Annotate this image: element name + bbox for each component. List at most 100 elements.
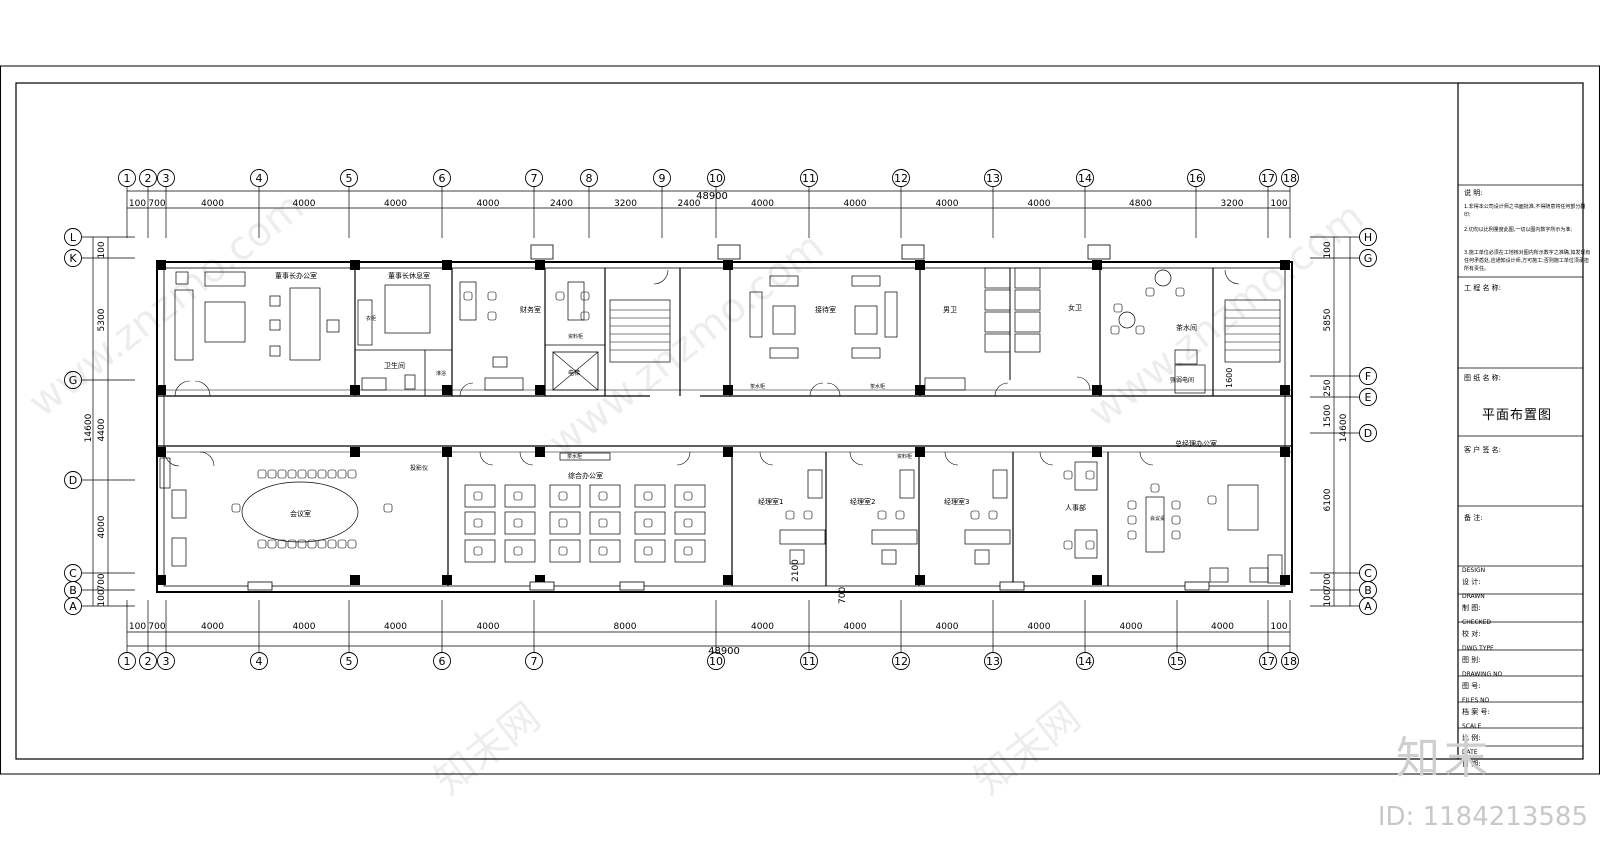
chair-61 bbox=[1171, 530, 1181, 540]
chair-48 bbox=[877, 510, 887, 520]
column-1-7 bbox=[1280, 385, 1290, 395]
right-axis-G-circle bbox=[1359, 249, 1377, 267]
label-reception: 接待室 bbox=[815, 305, 836, 314]
column-1-0 bbox=[156, 385, 166, 395]
chair-2 bbox=[267, 469, 277, 479]
column-2-0 bbox=[156, 447, 166, 457]
chair-54 bbox=[1063, 540, 1073, 550]
chair-31 bbox=[598, 518, 608, 528]
chair-32 bbox=[558, 546, 568, 556]
chair-66 bbox=[1113, 303, 1123, 313]
bottom-axis-6: 6 bbox=[439, 655, 446, 668]
column-3-5 bbox=[915, 575, 925, 585]
right-axis-D: D bbox=[1364, 427, 1372, 440]
left-axis-K: K bbox=[69, 252, 77, 265]
top-axis-8: 8 bbox=[586, 172, 593, 185]
chair-3 bbox=[267, 539, 277, 549]
top-axis-6-circle bbox=[433, 169, 451, 187]
chair-41 bbox=[487, 311, 497, 321]
top-dim-3: 4000 bbox=[293, 199, 316, 209]
column-0-2 bbox=[442, 260, 452, 270]
dimension-lines bbox=[82, 187, 1359, 652]
chair-15 bbox=[327, 539, 337, 549]
label-dim-700: 700 bbox=[838, 587, 848, 604]
column-2-7 bbox=[1280, 447, 1290, 457]
chair-5 bbox=[277, 539, 287, 549]
column-3-6 bbox=[1092, 575, 1102, 585]
top-dim-5: 4000 bbox=[477, 199, 500, 209]
top-dim-7: 3200 bbox=[614, 199, 637, 209]
windows bbox=[247, 244, 1210, 591]
left-axis-G-circle bbox=[64, 371, 82, 389]
note-2: 2.切勿以比例量度此图,一切以图内数字所示为准; bbox=[1464, 227, 1573, 233]
total-dim-bottom: 48900 bbox=[708, 646, 740, 657]
column-0-0 bbox=[156, 260, 166, 270]
chair-63 bbox=[1207, 495, 1217, 505]
chair-30 bbox=[558, 518, 568, 528]
label-dim-2100: 2100 bbox=[791, 559, 801, 582]
chair-36 bbox=[643, 518, 653, 528]
right-dim-7: 100 bbox=[1323, 589, 1333, 606]
label-female-wc: 女卫 bbox=[1068, 303, 1082, 312]
bottom-dim-8: 4000 bbox=[844, 622, 867, 632]
column-2-2 bbox=[442, 447, 452, 457]
column-2-1 bbox=[350, 447, 360, 457]
chair-1 bbox=[257, 539, 267, 549]
bottom-axis-15: 15 bbox=[1170, 655, 1184, 668]
label-gm-office: 总经理办公室 bbox=[1175, 439, 1217, 448]
field-cn-3: 图 别: bbox=[1462, 656, 1481, 664]
column-2-5 bbox=[915, 447, 925, 457]
chair-27 bbox=[513, 546, 523, 556]
top-axis-13-circle bbox=[984, 169, 1002, 187]
top-dim-8: 2400 bbox=[678, 199, 701, 209]
left-dim-0: 100 bbox=[97, 241, 107, 258]
bottom-axis-4-circle bbox=[250, 652, 268, 670]
chair-39 bbox=[683, 546, 693, 556]
title-block-lines bbox=[1458, 184, 1583, 747]
label-tea-room: 茶水间 bbox=[1176, 323, 1197, 332]
top-dim-4: 4000 bbox=[384, 199, 407, 209]
top-dim-15: 100 bbox=[1270, 199, 1287, 209]
left-dim-5: 700 bbox=[97, 573, 107, 590]
chair-25 bbox=[513, 518, 523, 528]
chair-45 bbox=[555, 291, 565, 301]
top-axis-18-circle bbox=[1281, 169, 1299, 187]
bottom-dim-3: 4000 bbox=[293, 622, 316, 632]
left-axis-D: D bbox=[69, 474, 77, 487]
label-manager1: 经理室1 bbox=[758, 497, 783, 506]
column-0-5 bbox=[915, 260, 925, 270]
column-1-1 bbox=[350, 385, 360, 395]
chair-46 bbox=[785, 510, 795, 520]
project-label: 工 程 名 称: bbox=[1464, 284, 1502, 292]
chair-44 bbox=[463, 291, 473, 301]
top-axis-16: 16 bbox=[1189, 172, 1203, 185]
right-dim-2: 250 bbox=[1323, 379, 1333, 396]
bottom-axis-18: 18 bbox=[1283, 655, 1297, 668]
right-axis-E-circle bbox=[1359, 388, 1377, 406]
chair-28 bbox=[558, 491, 568, 501]
chair-6 bbox=[287, 469, 297, 479]
total-dim-top: 48900 bbox=[696, 191, 728, 202]
right-dim-6: 700 bbox=[1323, 573, 1333, 590]
top-axis-11-circle bbox=[800, 169, 818, 187]
left-axis-D-circle bbox=[64, 471, 82, 489]
top-axis-4-circle bbox=[250, 169, 268, 187]
column-0-6 bbox=[1092, 260, 1102, 270]
chair-38 bbox=[643, 546, 653, 556]
room-labels: 董事长办公室 董事长休息室 财务室 接待室 男卫 女卫 茶水间 卫生间 淋浴 衣… bbox=[275, 271, 1234, 604]
label-dim-1600: 1600 bbox=[1225, 368, 1234, 388]
top-dim-2: 4000 bbox=[201, 199, 224, 209]
field-en-6: SCALE bbox=[1462, 723, 1482, 730]
chair-16 bbox=[337, 469, 347, 479]
field-cn-1: 制 图: bbox=[1462, 604, 1481, 612]
brand-logo: 知末 bbox=[1396, 733, 1492, 784]
chair-43 bbox=[580, 311, 590, 321]
label-chairman-office: 董事长办公室 bbox=[275, 271, 317, 280]
bottom-dim-2: 4000 bbox=[201, 622, 224, 632]
label-general-office: 综合办公室 bbox=[568, 471, 603, 480]
bottom-axis-12: 12 bbox=[894, 655, 908, 668]
column-3-1 bbox=[350, 575, 360, 585]
